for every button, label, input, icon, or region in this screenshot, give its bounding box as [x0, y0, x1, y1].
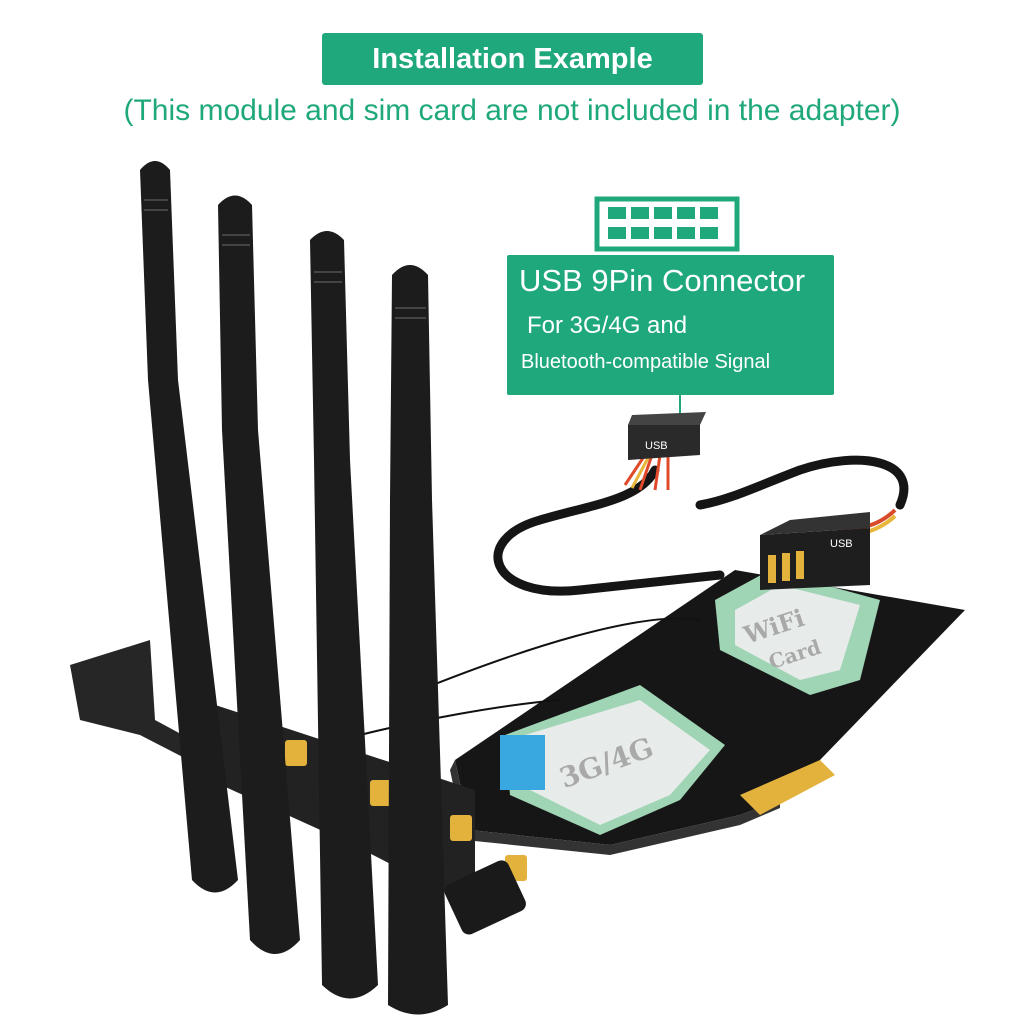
usb-plug: USB — [623, 412, 706, 491]
modem-card: 3G/4G — [500, 685, 725, 835]
pcb-edge — [450, 760, 780, 855]
title-badge: Installation Example — [322, 33, 703, 85]
usb-connector-callout: USB 9Pin Connector For 3G/4G and Bluetoo… — [507, 255, 834, 395]
pcie-gold-fingers — [740, 760, 835, 815]
svg-text:USB: USB — [830, 538, 853, 550]
antenna-icon — [218, 195, 300, 954]
usb-9pin-header: USB — [760, 512, 870, 590]
page-subtitle: (This module and sim card are not includ… — [123, 94, 901, 127]
usb-cable — [493, 465, 725, 596]
antenna-icon — [140, 161, 238, 893]
sma-connector-icon — [370, 780, 392, 806]
wifi-card: WiFi Card — [715, 570, 880, 695]
usb-cable-return — [695, 455, 909, 510]
antenna-base-extra — [444, 860, 526, 935]
antenna-icon — [388, 265, 448, 1015]
page-title: Installation Example — [372, 42, 653, 75]
sma-connector-icon — [450, 815, 472, 841]
sma-connectors — [285, 740, 527, 881]
sim-card — [500, 735, 545, 790]
sma-connector-icon — [285, 740, 307, 766]
antennas — [140, 161, 448, 1015]
antenna-wire-2 — [359, 699, 561, 736]
antenna-icon — [310, 231, 378, 999]
callout-title: USB 9Pin Connector — [519, 263, 806, 298]
callout-line-2: For 3G/4G and — [527, 312, 688, 339]
callout-line-3: Bluetooth-compatible Signal — [521, 351, 771, 373]
antenna-wire-1 — [419, 617, 701, 691]
usb-9pin-icon — [594, 196, 740, 252]
svg-text:USB: USB — [645, 440, 668, 452]
